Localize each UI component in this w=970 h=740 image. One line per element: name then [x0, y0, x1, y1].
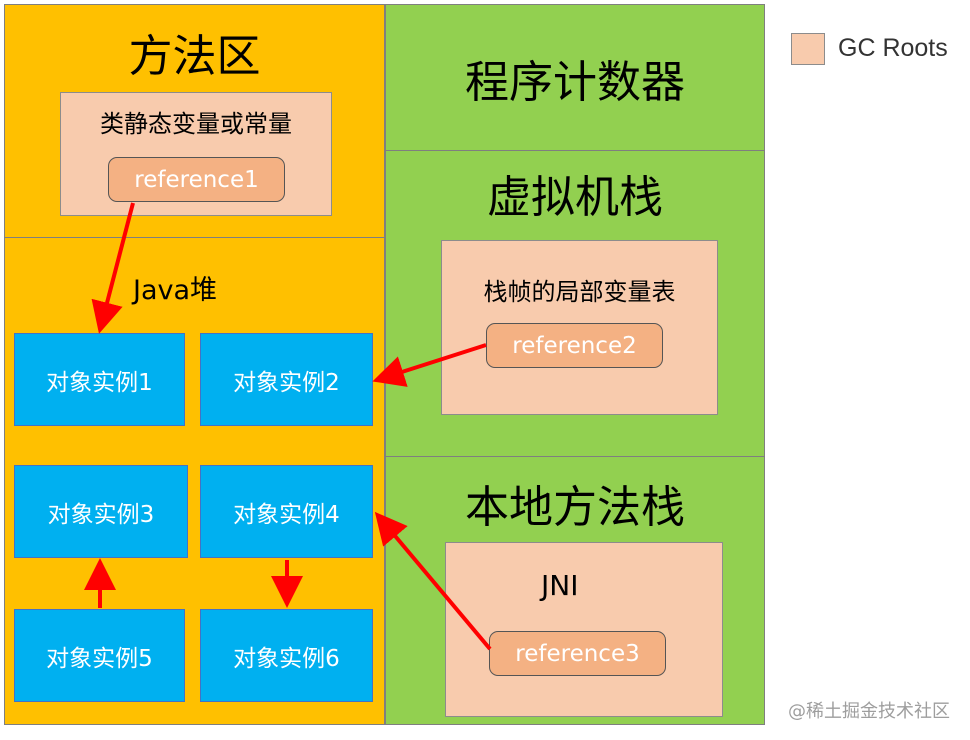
arrow-ref1-to-object1 — [91, 202, 135, 334]
reference1-box: reference1 — [108, 157, 285, 202]
legend-swatch — [791, 33, 825, 65]
vm-stack-title: 虚拟机栈 — [487, 172, 663, 223]
object-instance-4: 对象实例4 — [200, 465, 373, 558]
reference3-box: reference3 — [489, 631, 666, 676]
local-var-table-label: 栈帧的局部变量表 — [483, 278, 676, 306]
watermark-text: @稀土掘金技术社区 — [788, 701, 950, 722]
method-area-title: 方法区 — [128, 31, 261, 82]
reference2-box: reference2 — [486, 323, 663, 368]
static-vars-label: 类静态变量或常量 — [100, 110, 292, 138]
pc-register-title: 程序计数器 — [465, 57, 685, 108]
legend-label: GC Roots — [838, 34, 948, 62]
object-instance-5: 对象实例5 — [14, 609, 185, 702]
native-stack-title: 本地方法栈 — [465, 482, 685, 533]
object-instance-6: 对象实例6 — [200, 609, 373, 702]
jni-box — [445, 542, 723, 717]
arrow-ref3-to-object4 — [374, 511, 492, 651]
jni-label: JNI — [541, 569, 579, 602]
object-instance-1: 对象实例1 — [14, 333, 185, 426]
object-instance-3: 对象实例3 — [14, 465, 188, 558]
heap-title: Java堆 — [133, 275, 218, 306]
object-instance-2: 对象实例2 — [200, 333, 373, 426]
arrow-ref2-to-object2 — [372, 343, 487, 387]
